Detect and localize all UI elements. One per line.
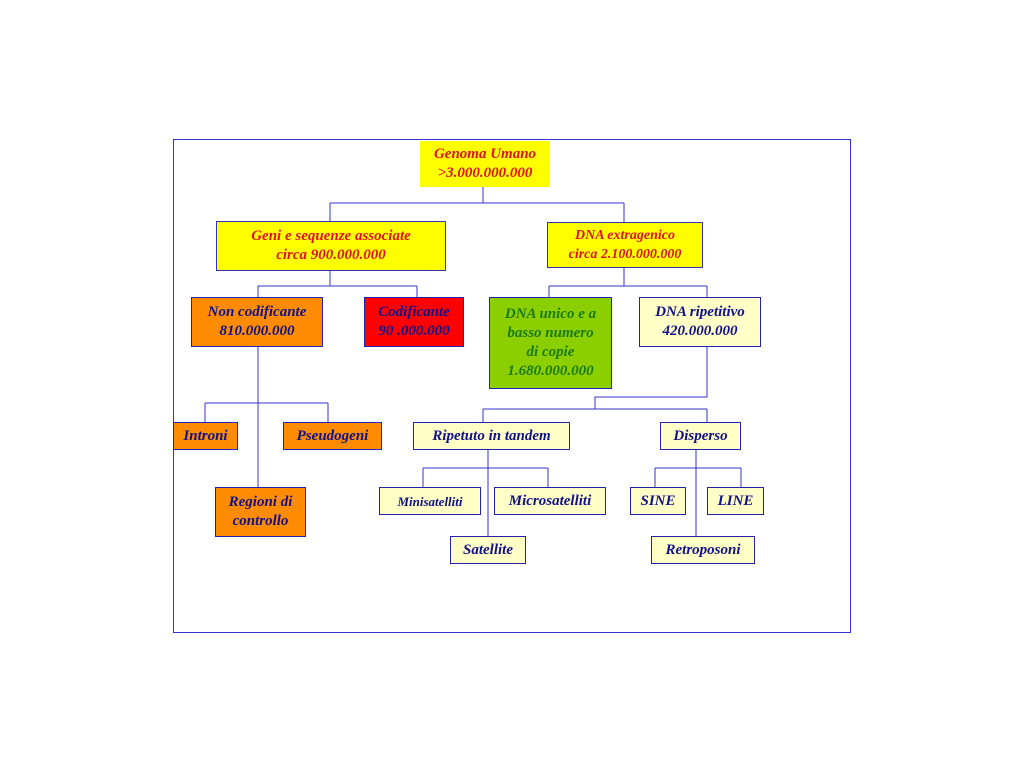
node-codificante: Codificante 90 .000.000 (364, 297, 464, 347)
node-regioni-controllo: Regioni di controllo (215, 487, 306, 537)
node-genoma-umano: Genoma Umano >3.000.000.000 (420, 141, 550, 187)
node-disperso: Disperso (660, 422, 741, 450)
node-sine: SINE (630, 487, 686, 515)
node-minisatelliti: Minisatelliti (379, 487, 481, 515)
node-satellite: Satellite (450, 536, 526, 564)
diagram-frame (173, 139, 851, 633)
node-dna-unico: DNA unico e a basso numero di copie 1.68… (489, 297, 612, 389)
node-introni: Introni (173, 422, 238, 450)
node-introni-label: Introni (183, 427, 228, 444)
node-disperso-label: Disperso (673, 427, 728, 444)
node-ripetuto-tandem: Ripetuto in tandem (413, 422, 570, 450)
node-line: LINE (707, 487, 764, 515)
node-dna-unico-count: 1.680.000.000 (507, 363, 594, 379)
node-regioni-controllo-line2: controllo (232, 513, 289, 529)
node-codificante-title: Codificante (378, 304, 450, 320)
connector-root (329, 187, 625, 222)
node-geni-sequenze: Geni e sequenze associate circa 900.000.… (216, 221, 446, 271)
node-regioni-controllo-line1: Regioni di (228, 494, 293, 510)
node-codificante-count: 90 .000.000 (378, 323, 450, 339)
node-pseudogeni: Pseudogeni (283, 422, 382, 450)
node-retroposoni-label: Retroposoni (665, 541, 741, 558)
node-minisatelliti-label: Minisatelliti (397, 493, 463, 509)
connector-dispersed (654, 450, 742, 536)
node-microsatelliti: Microsatelliti (494, 487, 606, 515)
node-sine-label: SINE (640, 492, 676, 509)
node-genoma-umano-count: >3.000.000.000 (437, 165, 533, 181)
node-non-codificante: Non codificante 810.000.000 (191, 297, 323, 347)
node-non-codificante-title: Non codificante (207, 304, 307, 320)
node-geni-sequenze-count: circa 900.000.000 (276, 247, 386, 263)
node-dna-ripetitivo: DNA ripetitivo 420.000.000 (639, 297, 761, 347)
connector-genes (257, 271, 418, 297)
node-dna-extragenico-count: circa 2.100.000.000 (568, 247, 682, 262)
connector-repetitive (482, 347, 708, 422)
node-dna-extragenico: DNA extragenico circa 2.100.000.000 (547, 222, 703, 268)
node-geni-sequenze-title: Geni e sequenze associate (251, 228, 411, 244)
connector-extragenic (548, 268, 708, 297)
node-dna-ripetitivo-title: DNA ripetitivo (655, 304, 745, 320)
node-dna-unico-line3: di copie (526, 344, 575, 360)
node-pseudogeni-label: Pseudogeni (296, 427, 369, 444)
connector-noncoding (204, 347, 329, 487)
node-dna-extragenico-title: DNA extragenico (575, 228, 675, 243)
node-non-codificante-count: 810.000.000 (219, 323, 295, 339)
node-line-label: LINE (717, 492, 754, 509)
node-genoma-umano-title: Genoma Umano (433, 146, 537, 162)
node-dna-ripetitivo-count: 420.000.000 (662, 323, 738, 339)
node-satellite-label: Satellite (463, 541, 513, 558)
connector-tandem (422, 450, 549, 536)
node-dna-unico-line1: DNA unico e a (504, 306, 597, 322)
node-microsatelliti-label: Microsatelliti (508, 492, 592, 509)
node-ripetuto-tandem-label: Ripetuto in tandem (432, 427, 551, 444)
node-dna-unico-line2: basso numero (507, 325, 594, 341)
node-retroposoni: Retroposoni (651, 536, 755, 564)
